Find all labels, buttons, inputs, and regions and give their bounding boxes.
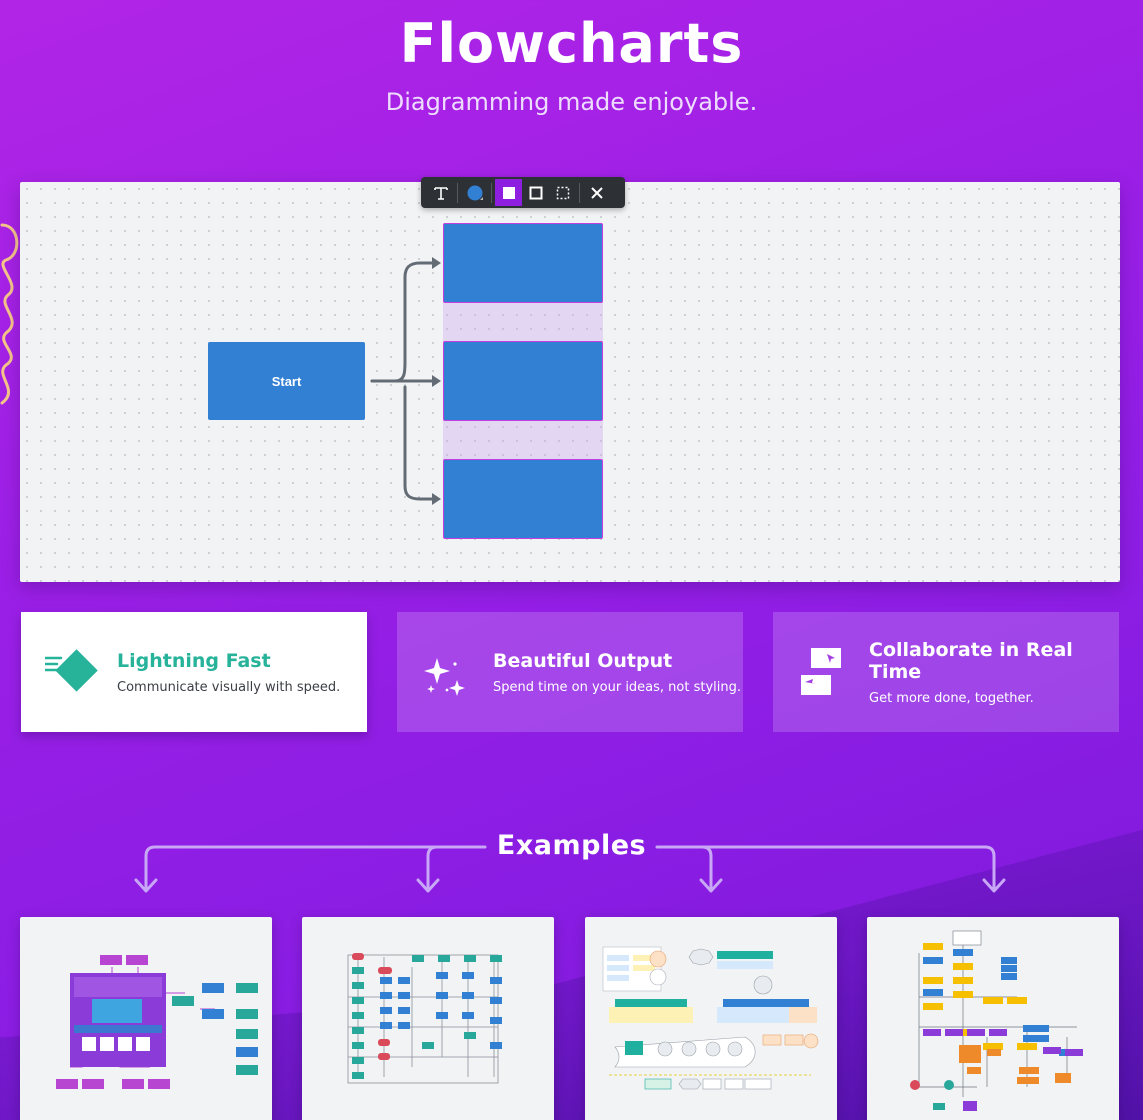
examples-heading: Examples	[496, 830, 647, 861]
feature-title: Collaborate in Real Time	[869, 638, 1073, 683]
feature-description: Spend time on your ideas, not styling.	[493, 679, 742, 695]
connector-lines	[370, 257, 441, 505]
example-card-process-flow[interactable]	[302, 917, 554, 1120]
feature-card-lightning-fast[interactable]: Lightning Fast Communicate visually with…	[21, 612, 367, 732]
collaborate-cursors-icon	[797, 642, 859, 702]
color-swatch-icon	[467, 185, 483, 200]
diamond-speed-icon	[43, 642, 107, 702]
toolbar-divider	[457, 182, 458, 203]
toolbar-divider	[491, 182, 492, 203]
feature-description: Get more done, together.	[869, 690, 1034, 706]
dashed-style-button[interactable]	[549, 179, 576, 206]
page-subtitle: Diagramming made enjoyable.	[385, 88, 758, 116]
selection-gap	[443, 302, 603, 342]
text-icon	[433, 186, 448, 200]
feature-card-collaborate[interactable]: Collaborate in Real Time Get more done, …	[773, 612, 1119, 732]
text-tool-button[interactable]	[427, 179, 454, 206]
outline-style-button[interactable]	[522, 179, 549, 206]
start-node[interactable]: Start	[208, 342, 365, 420]
feature-title: Lightning Fast	[117, 649, 271, 672]
examples-arrows	[134, 845, 1006, 893]
feature-card-beautiful-output[interactable]: Beautiful Output Spend time on your idea…	[397, 612, 743, 732]
color-picker-button[interactable]	[461, 179, 488, 206]
page-title: Flowcharts	[399, 12, 744, 75]
example-card-system-flow[interactable]	[585, 917, 837, 1120]
flowchart-canvas[interactable]: Start	[20, 182, 1120, 582]
feature-title: Beautiful Output	[493, 649, 673, 672]
close-icon	[590, 186, 603, 199]
flow-node-top[interactable]	[443, 223, 603, 303]
flow-node-middle[interactable]	[443, 341, 603, 421]
fill-style-button[interactable]	[495, 179, 522, 206]
example-thumbnail	[602, 946, 819, 1090]
example-card-website-flow[interactable]	[20, 917, 272, 1120]
close-toolbar-button[interactable]	[583, 179, 610, 206]
selection-gap	[443, 420, 603, 460]
flow-node-bottom[interactable]	[443, 459, 603, 539]
canvas-toolbar	[421, 177, 625, 208]
filled-square-icon	[502, 186, 515, 199]
outline-square-icon	[529, 186, 542, 199]
example-thumbnail	[910, 930, 1083, 1111]
example-thumbnail	[56, 955, 258, 1089]
toolbar-divider	[579, 182, 580, 203]
feature-description: Communicate visually with speed.	[117, 679, 341, 695]
example-thumbnail	[347, 953, 502, 1084]
squiggle-decoration	[0, 223, 19, 405]
sparkles-icon	[421, 642, 483, 702]
example-card-decision-flow[interactable]	[867, 917, 1119, 1120]
dashed-square-icon	[556, 186, 569, 199]
